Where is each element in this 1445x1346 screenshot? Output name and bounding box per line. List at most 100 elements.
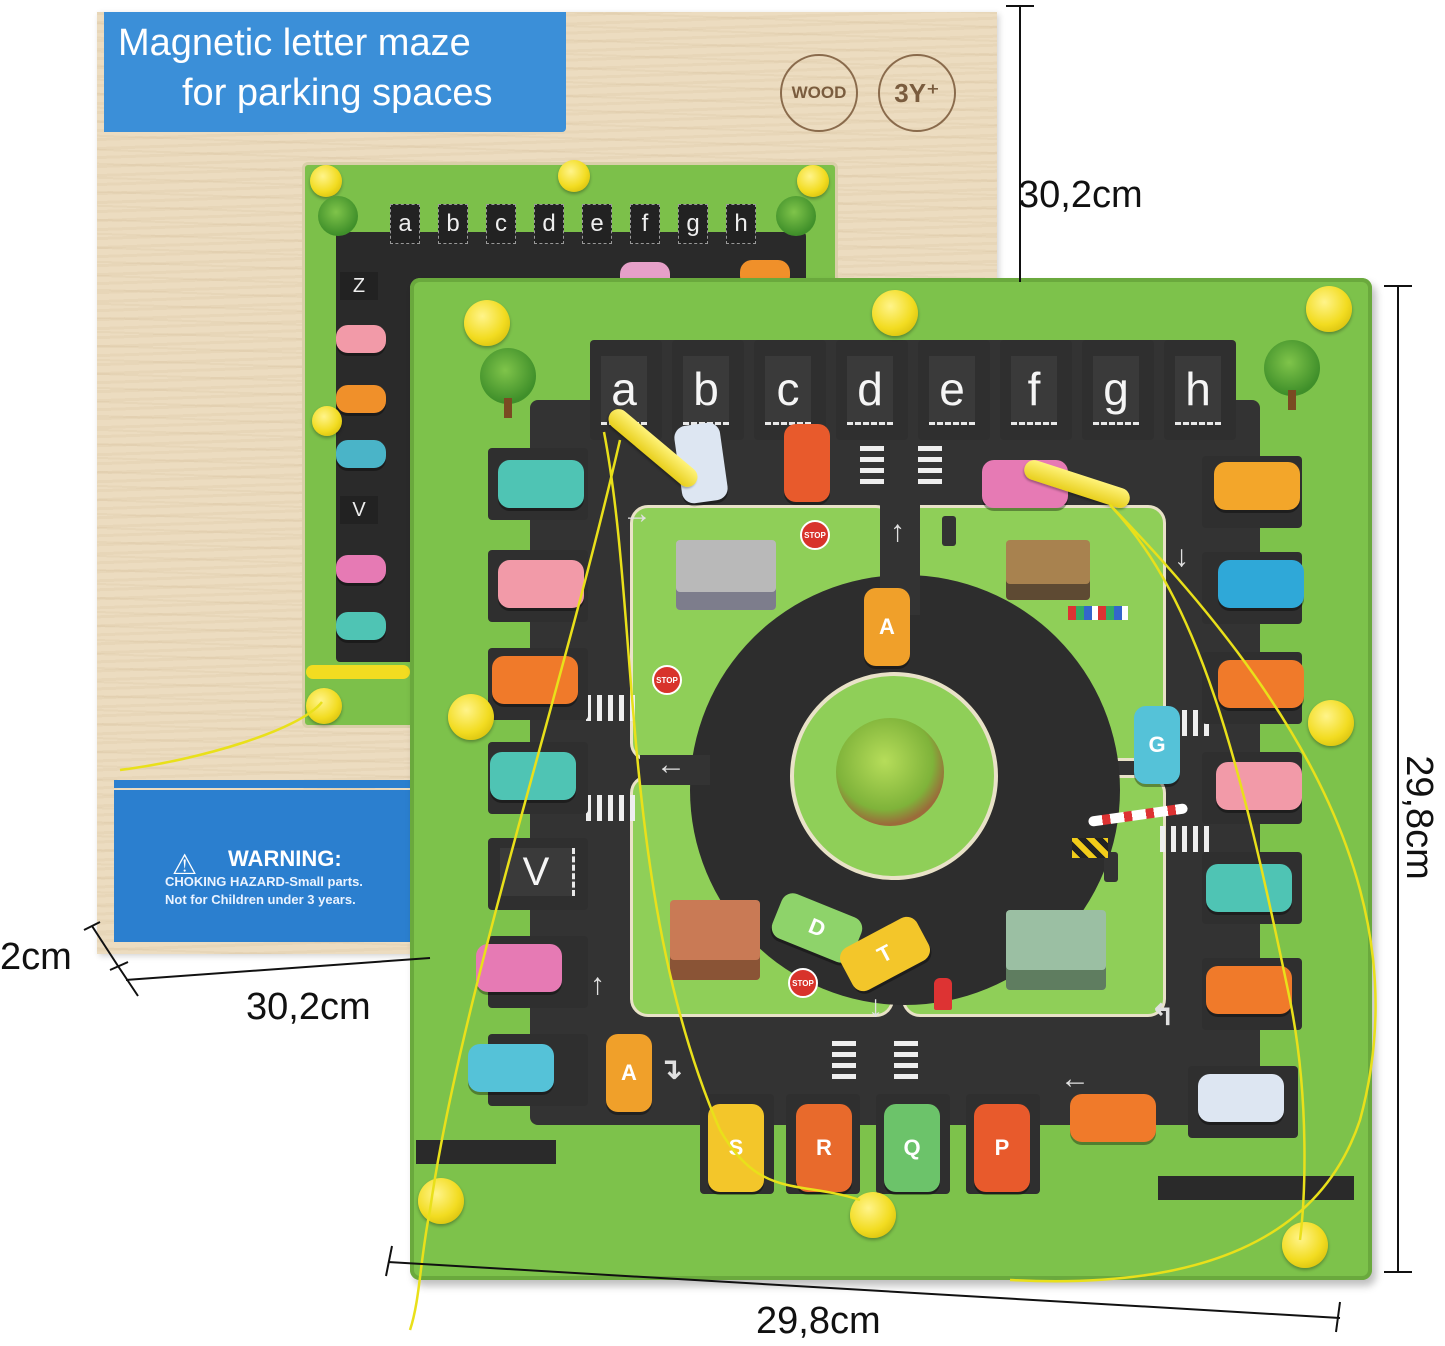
car-piece[interactable] (476, 944, 562, 992)
box-letter-slot: b (438, 204, 468, 244)
car-piece[interactable] (1214, 462, 1300, 510)
box-car (336, 555, 386, 583)
age-badge: 3Y⁺ (878, 54, 956, 132)
car-piece-s[interactable]: S (708, 1104, 764, 1192)
car-piece[interactable] (498, 460, 584, 508)
letter-slot-f: f (1011, 356, 1057, 425)
dimension-tick (1335, 1301, 1341, 1333)
string-line (602, 431, 861, 1202)
dimension-tick (83, 921, 101, 931)
hotel-icon (670, 900, 760, 980)
house-icon (1006, 910, 1106, 990)
warning-title: WARNING: (228, 846, 342, 871)
car-piece-q[interactable]: Q (884, 1104, 940, 1192)
dimension-box-depth: 2cm (0, 936, 72, 978)
car-piece-p[interactable]: P (974, 1104, 1030, 1192)
dimension-tick (385, 1245, 393, 1277)
board-knob (1282, 1222, 1328, 1268)
board-knob (418, 1178, 464, 1224)
string-line (1009, 504, 1377, 1283)
crosswalk (586, 695, 636, 721)
building-icon (676, 540, 776, 610)
crosswalk (918, 440, 942, 484)
box-letter-slot: g (678, 204, 708, 244)
box-title-line-1: Magnetic letter maze (118, 22, 471, 64)
board-knob (1308, 700, 1354, 746)
box-letter-slot: d (534, 204, 564, 244)
arrow-turn-icon: ↰ (1150, 999, 1176, 1032)
box-letter-slot: c (486, 204, 516, 244)
board-knob (448, 694, 494, 740)
car-piece[interactable] (1070, 1094, 1156, 1142)
letter-slot-h: h (1175, 356, 1221, 425)
box-side-letter-slot: V (340, 496, 378, 524)
car-piece[interactable] (1198, 1074, 1284, 1122)
arrow-right-icon: → (622, 497, 652, 530)
box-title-line-2: for parking spaces (182, 72, 493, 114)
stop-sign-icon: STOP (652, 665, 682, 695)
dimension-line (387, 1261, 1341, 1319)
tree-icon (1264, 340, 1320, 396)
car-piece-a-bottom[interactable]: A (606, 1034, 652, 1112)
car-piece[interactable] (1218, 560, 1304, 608)
tree-icon (480, 348, 536, 404)
warning-line-1: CHOKING HAZARD-Small parts. (165, 874, 363, 889)
box-knob (312, 406, 342, 436)
box-knob (797, 165, 829, 197)
box-letter-slot: a (390, 204, 420, 244)
box-car (336, 612, 386, 640)
dimension-line (117, 965, 139, 997)
box-side-letter-slot: Z (340, 272, 378, 300)
dimension-box-width: 30,2cm (246, 986, 371, 1028)
crosswalk (832, 1035, 856, 1079)
warning-line-2: Not for Children under 3 years. (165, 892, 356, 907)
arrow-left-icon: ← (1060, 1062, 1090, 1095)
fire-hydrant-icon (934, 978, 952, 1010)
string-line (1109, 504, 1306, 1241)
car-piece-a[interactable]: A (864, 588, 910, 666)
tree-icon (318, 196, 358, 236)
car-piece[interactable] (1206, 864, 1292, 912)
box-knob (558, 160, 590, 192)
stop-sign-icon: STOP (788, 968, 818, 998)
string-line (119, 701, 323, 772)
box-letter-slot: f (630, 204, 660, 244)
dimension-board-width: 29,8cm (756, 1300, 881, 1342)
arrow-down-icon: ↓ (868, 990, 883, 1023)
dimension-board-height: 29,8cm (1397, 755, 1440, 880)
box-knob (306, 688, 342, 724)
car-piece-g[interactable]: G (1134, 706, 1180, 784)
warning-sign-icon (1072, 838, 1108, 858)
arrow-up-icon: ↑ (590, 968, 605, 1001)
car-piece[interactable] (1216, 762, 1302, 810)
car-piece[interactable] (468, 1044, 554, 1092)
traffic-light-icon (942, 516, 956, 546)
car-piece[interactable] (498, 560, 584, 608)
stop-sign-icon: STOP (800, 520, 830, 550)
board-knob (1306, 286, 1352, 332)
traffic-light-icon (1104, 852, 1118, 882)
shop-icon (1006, 540, 1090, 600)
tree-icon (776, 196, 816, 236)
car-piece[interactable] (1206, 966, 1292, 1014)
warning-triangle-icon: ⚠ (172, 849, 198, 880)
box-title-banner: Magnetic letter maze for parking spaces (104, 12, 566, 132)
dimension-lines (83, 5, 1412, 1333)
box-car (336, 325, 386, 353)
car-piece[interactable] (784, 424, 830, 502)
box-letter-slot: e (582, 204, 612, 244)
letter-slot-c: c (765, 356, 811, 425)
car-piece-r[interactable]: R (796, 1104, 852, 1192)
box-car (336, 385, 386, 413)
letter-slot-e: e (929, 356, 975, 425)
crosswalk (1160, 826, 1210, 852)
arrow-down-icon: ↓ (1174, 540, 1189, 573)
crosswalk (894, 1035, 918, 1079)
letter-slot-d: d (847, 356, 893, 425)
tree-trunk (504, 398, 512, 418)
box-letter-slot: h (726, 204, 756, 244)
arrow-up-icon: ↑ (890, 515, 905, 548)
string-line (408, 439, 622, 1331)
board-knob (872, 290, 918, 336)
